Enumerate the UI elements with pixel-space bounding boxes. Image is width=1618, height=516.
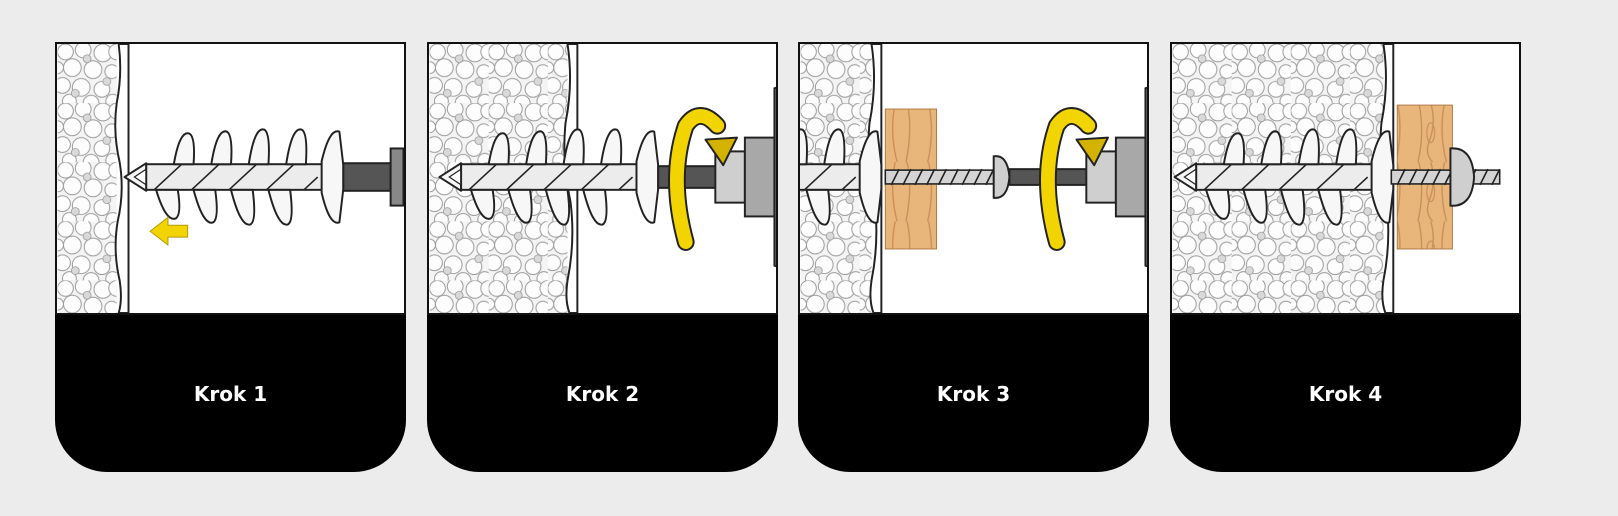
- step-card-2: Krok 2: [427, 42, 778, 472]
- screw-shank: [1390, 168, 1501, 186]
- step-card-3: Krok 3: [798, 42, 1149, 472]
- step-1-diagram: [57, 44, 404, 313]
- step-4-label: Krok 4: [1308, 381, 1383, 406]
- wall-pellet-texture: [57, 44, 117, 313]
- step-2-label: Krok 2: [565, 381, 640, 406]
- step-4-illustration: [1170, 42, 1521, 315]
- step-1-label: Krok 1: [193, 381, 268, 406]
- step-3-label: Krok 3: [936, 381, 1011, 406]
- push-direction-arrow-icon: [149, 216, 189, 247]
- screw-head: [1449, 147, 1476, 207]
- screwdriver-bit: [342, 162, 392, 192]
- step-2-illustration: [427, 42, 778, 315]
- drill: [713, 76, 776, 278]
- step-card-4: Krok 4: [1170, 42, 1521, 472]
- screw-shank: [884, 168, 995, 186]
- step-4-diagram: [1172, 44, 1501, 313]
- step-3-diagram: [800, 44, 1147, 313]
- screwdriver-bit: [657, 165, 719, 189]
- drill: [1084, 76, 1147, 278]
- step-card-1: Krok 1: [55, 42, 406, 472]
- step-3-illustration: [798, 42, 1149, 315]
- wall-surface: [114, 44, 130, 313]
- step-2-diagram: [429, 44, 776, 313]
- screw-head: [992, 155, 1011, 199]
- bit-collar: [389, 147, 404, 207]
- step-1-illustration: [55, 42, 406, 315]
- wall-plug: [123, 128, 345, 226]
